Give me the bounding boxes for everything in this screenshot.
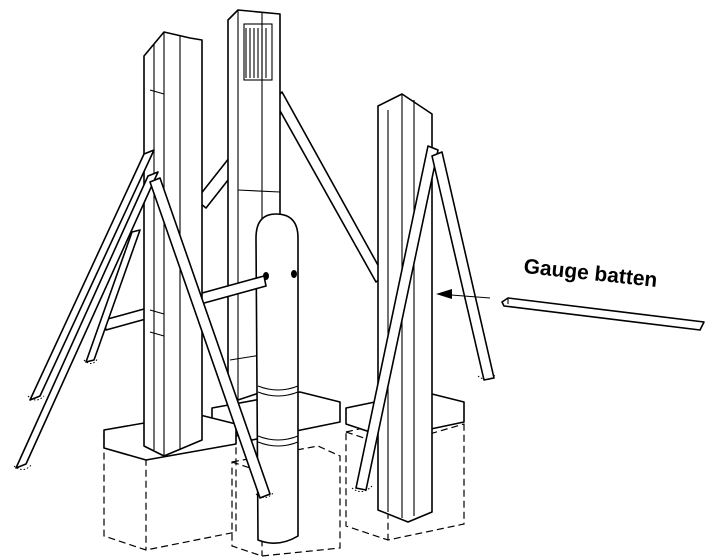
round-column: [255, 213, 299, 544]
gauge-batten: [501, 297, 705, 331]
leader-arrow: [436, 289, 491, 299]
right-braces: [351, 145, 497, 492]
left-braces: [13, 149, 275, 499]
foundation-block-center: [231, 445, 341, 557]
